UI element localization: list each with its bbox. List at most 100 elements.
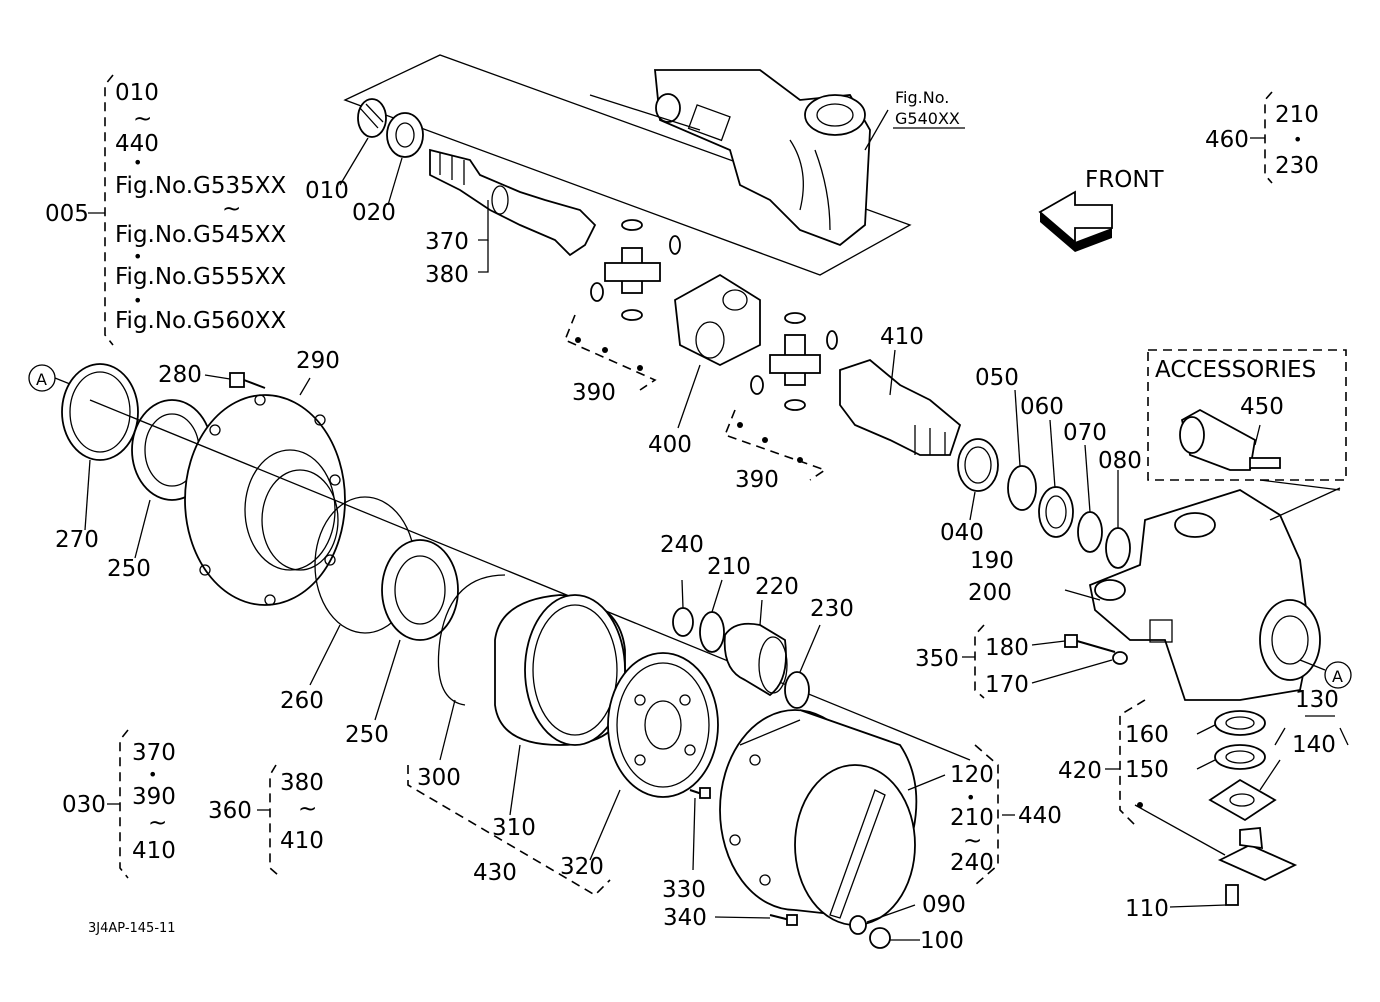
brace-005 [104, 74, 114, 346]
front-label: FRONT [1085, 167, 1165, 193]
label-005-item: 440 [115, 131, 159, 157]
group-430-bracket [407, 765, 611, 897]
label-005-item: Fig.No.G535XX [115, 173, 287, 199]
fig-ref-line2: G540XX [895, 109, 960, 128]
part-180-bolt [1031, 634, 1128, 684]
label-060: 060 [1020, 394, 1064, 420]
label-030-item: 370 [132, 740, 176, 766]
part-330-bolt [689, 787, 711, 871]
label-210: 210 [707, 554, 751, 580]
label-005-item: • [133, 247, 142, 266]
label-380: 380 [425, 262, 469, 288]
label-005-item: ~ [222, 196, 241, 222]
front-arrow [1038, 190, 1113, 252]
label-005-item: ~ [133, 106, 152, 132]
planet-gear-parts [672, 579, 821, 709]
label-440-item: ~ [963, 828, 982, 854]
label-330: 330 [662, 877, 706, 903]
label-240: 240 [660, 532, 704, 558]
brace-360 [269, 764, 279, 876]
label-180: 180 [985, 635, 1029, 661]
label-440: 440 [1018, 803, 1062, 829]
label-280: 280 [158, 362, 202, 388]
label-030: 030 [62, 792, 106, 818]
label-440-item: • [966, 788, 975, 807]
label-005: 005 [45, 201, 89, 227]
label-440-210: 210 [950, 805, 994, 831]
label-370: 370 [425, 229, 469, 255]
part-290-hub [184, 377, 346, 606]
part-400-yoke [674, 273, 761, 429]
part-020-seal [386, 112, 424, 206]
group-420-bracket [1119, 699, 1146, 826]
u-joint-cross-1 [590, 219, 681, 321]
part-370-shaft [429, 148, 597, 273]
label-360: 360 [208, 798, 252, 824]
circle-marker-left-letter: A [36, 370, 47, 389]
axle-housing-fragment [589, 69, 889, 247]
label-200: 200 [968, 580, 1012, 606]
label-420: 420 [1058, 758, 1102, 784]
label-440-240: 240 [950, 850, 994, 876]
label-150: 150 [1125, 757, 1169, 783]
label-270: 270 [55, 527, 99, 553]
part-280-bolt [204, 372, 266, 389]
label-460-item: 230 [1275, 153, 1319, 179]
circle-marker-right-letter: A [1332, 667, 1343, 686]
drawing-geometry [28, 54, 1352, 949]
part-410-shaft [839, 349, 962, 456]
label-170: 170 [985, 672, 1029, 698]
part-250-bearing-inner [374, 539, 459, 721]
group-390-bracket-2 [723, 409, 827, 481]
label-460-item: • [1293, 130, 1302, 149]
brace-350 [974, 624, 985, 699]
part-320-carrier-gear [589, 652, 719, 861]
label-120: 120 [950, 762, 994, 788]
label-030-item: • [148, 765, 157, 784]
label-070: 070 [1063, 420, 1107, 446]
label-460-item: 210 [1275, 102, 1319, 128]
label-030-item: 410 [132, 838, 176, 864]
part-120-planet-housing [719, 709, 946, 926]
accessories-box [1147, 349, 1347, 481]
parts-110-160 [1134, 710, 1349, 908]
label-040: 040 [940, 520, 984, 546]
center-axis-line [89, 399, 971, 761]
label-140: 140 [1292, 732, 1336, 758]
label-430: 430 [473, 860, 517, 886]
label-220: 220 [755, 574, 799, 600]
label-230: 230 [810, 596, 854, 622]
label-390b: 390 [735, 467, 779, 493]
label-005-item: 010 [115, 80, 159, 106]
label-360-item: 380 [280, 770, 324, 796]
label-110: 110 [1125, 896, 1169, 922]
label-390a: 390 [572, 380, 616, 406]
circle-marker-right [1299, 659, 1352, 689]
label-300: 300 [417, 765, 461, 791]
label-030-item: 390 [132, 784, 176, 810]
label-320: 320 [560, 854, 604, 880]
label-410: 410 [880, 324, 924, 350]
part-300-snap-ring [437, 574, 506, 761]
label-350: 350 [915, 646, 959, 672]
part-310-ring-gear [494, 594, 626, 816]
label-460: 460 [1205, 127, 1249, 153]
label-360-item: ~ [298, 796, 317, 822]
label-130: 130 [1295, 687, 1339, 713]
label-260: 260 [280, 688, 324, 714]
label-005-item: • [133, 153, 142, 172]
label-340: 340 [663, 905, 707, 931]
accessories-number: 450 [1240, 394, 1284, 420]
label-030-item: ~ [148, 810, 167, 836]
brace-460 [1264, 91, 1273, 184]
label-160: 160 [1125, 722, 1169, 748]
label-090: 090 [922, 892, 966, 918]
label-400: 400 [648, 432, 692, 458]
label-005-item: Fig.No.G545XX [115, 222, 287, 248]
label-005-item: Fig.No.G555XX [115, 264, 287, 290]
u-joint-cross-2 [750, 312, 838, 411]
label-310: 310 [492, 815, 536, 841]
label-250b: 250 [345, 722, 389, 748]
label-005-item: Fig.No.G560XX [115, 308, 287, 334]
